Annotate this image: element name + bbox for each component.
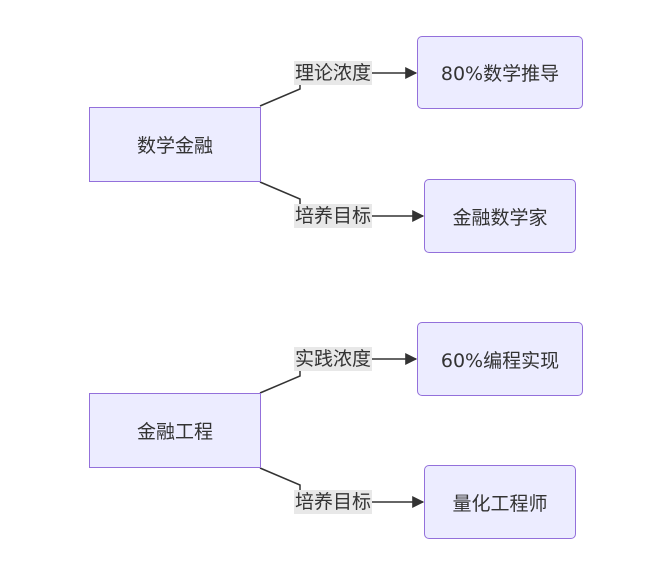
edge-label-theory-concentration: 理论浓度 (294, 61, 373, 85)
node-programming-implementation: 60%编程实现 (417, 322, 583, 396)
node-financial-mathematician: 金融数学家 (424, 179, 576, 253)
edge-label-training-goal-1: 培养目标 (294, 204, 373, 228)
edge-label-practice-concentration: 实践浓度 (294, 347, 373, 371)
node-financial-engineering: 金融工程 (89, 393, 261, 468)
edge-label-training-goal-2: 培养目标 (294, 490, 373, 514)
node-math-derivation: 80%数学推导 (417, 36, 583, 109)
node-math-finance: 数学金融 (89, 107, 261, 182)
node-quant-engineer: 量化工程师 (424, 465, 576, 539)
